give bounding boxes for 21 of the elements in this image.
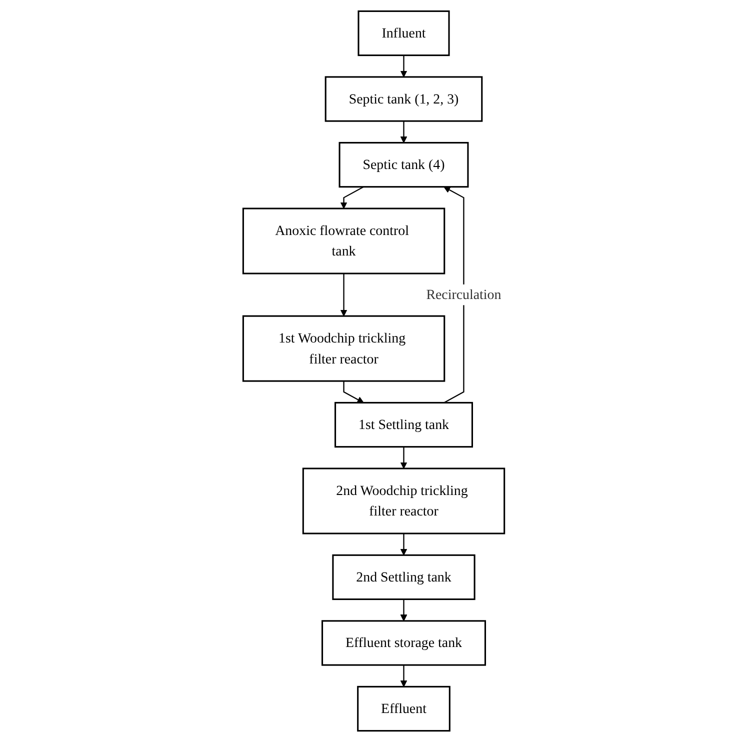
arrow <box>400 665 407 687</box>
arrow <box>400 121 407 144</box>
arrow <box>340 186 364 209</box>
arrow <box>340 274 347 316</box>
arrow <box>400 446 407 469</box>
node-box: Septic tank (4) <box>338 142 468 188</box>
node-box: 2nd Woodchip trickling filter reactor <box>302 468 505 534</box>
node-box: Anoxic flowrate control tank <box>242 208 445 274</box>
arrow <box>400 533 407 556</box>
node-box: 1st Settling tank <box>334 402 473 448</box>
arrow <box>400 599 407 622</box>
arrow <box>342 381 364 404</box>
node-box: 2nd Settling tank <box>332 554 476 600</box>
edge-label: Recirculation <box>426 286 501 302</box>
node-box: Effluent <box>356 686 450 732</box>
node-box: 1st Woodchip trickling filter reactor <box>242 315 445 382</box>
arrow <box>443 186 464 404</box>
arrow <box>400 55 407 78</box>
node-box: Influent <box>357 10 450 56</box>
node-box: Effluent storage tank <box>321 620 486 666</box>
node-box: Septic tank (1, 2, 3) <box>324 76 482 122</box>
